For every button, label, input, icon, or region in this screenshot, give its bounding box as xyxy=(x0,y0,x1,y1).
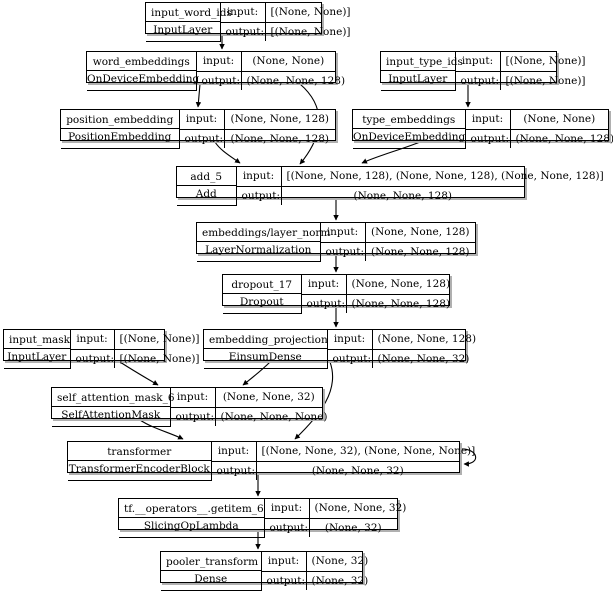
output-shape: [(None, None)] xyxy=(499,70,586,90)
output-label: output: xyxy=(169,406,216,426)
output-shape: (None, None, 128) xyxy=(364,241,475,261)
node-embedding-projection[interactable]: embedding_projection EinsumDense input: … xyxy=(203,329,476,369)
output-label: output: xyxy=(454,70,501,90)
output-label: output: xyxy=(263,517,310,537)
node-name: word_embeddings xyxy=(92,56,190,69)
node-name: self_attention_mask_6 xyxy=(57,392,175,405)
node-class: InputLayer xyxy=(4,347,70,363)
input-label: input: xyxy=(69,330,115,350)
node-name: embeddings/layer_norm xyxy=(202,227,331,240)
input-shape: (None, None, 32) xyxy=(214,388,322,408)
node-pooler-transform[interactable]: pooler_transform Dense input: (None, 32)… xyxy=(160,551,368,591)
input-shape: (None, None, 128) xyxy=(345,275,450,295)
output-shape: (None, None, 128) xyxy=(509,128,613,148)
output-shape: (None, None, 32) xyxy=(255,460,459,480)
node-word-embeddings[interactable]: word_embeddings OnDeviceEmbedding input:… xyxy=(86,51,345,91)
input-label: input: xyxy=(219,3,266,23)
output-label: output: xyxy=(195,70,242,90)
input-label: input: xyxy=(169,388,216,408)
output-label: output: xyxy=(219,21,266,41)
input-label: input: xyxy=(235,167,282,187)
input-shape: [(None, None, 128), (None, None, 128), (… xyxy=(280,167,604,187)
output-label: output: xyxy=(69,348,115,368)
output-label: output: xyxy=(319,241,366,261)
node-name: type_embeddings xyxy=(362,114,456,127)
node-name: input_mask xyxy=(9,334,71,347)
node-class: Dense xyxy=(161,569,261,585)
node-add-5[interactable]: add_5 Add input: [(None, None, 128), (No… xyxy=(176,166,604,206)
node-name: add_5 xyxy=(190,171,223,184)
output-shape: (None, None, None) xyxy=(214,406,328,426)
output-shape: (None, None, 32) xyxy=(371,348,469,368)
node-name: transformer xyxy=(107,446,172,459)
node-name: input_word_ids xyxy=(151,7,232,20)
output-shape: (None, None, 128) xyxy=(223,128,335,148)
node-class: LayerNormalization xyxy=(197,240,320,256)
input-shape: (None, 32) xyxy=(305,552,368,572)
node-class: InputLayer xyxy=(146,20,220,36)
output-label: output: xyxy=(260,570,307,590)
node-type-embeddings[interactable]: type_embeddings OnDeviceEmbedding input:… xyxy=(352,109,613,149)
output-label: output: xyxy=(210,460,257,480)
node-input-type-ids[interactable]: input_type_ids InputLayer input: [(None,… xyxy=(380,51,586,91)
node-class: Add xyxy=(177,184,236,200)
node-name: embedding_projection xyxy=(209,334,328,347)
output-shape: (None, None, 128) xyxy=(240,70,345,90)
node-name: position_embedding xyxy=(66,114,174,127)
input-label: input: xyxy=(300,275,347,295)
input-label: input: xyxy=(260,552,307,572)
node-name: dropout_17 xyxy=(231,279,293,292)
node-class: EinsumDense xyxy=(204,347,327,363)
input-label: input: xyxy=(464,110,511,130)
input-label: input: xyxy=(454,52,501,72)
input-shape: (None, None) xyxy=(240,52,335,72)
node-position-embedding[interactable]: position_embedding PositionEmbedding inp… xyxy=(60,109,336,149)
input-label: input: xyxy=(326,330,373,350)
node-embeddings-layer-norm[interactable]: embeddings/layer_norm LayerNormalization… xyxy=(196,222,476,262)
input-label: input: xyxy=(263,499,310,519)
node-class: SlicingOpLambda xyxy=(119,516,264,532)
input-shape: [(None, None)] xyxy=(113,330,200,350)
node-class: PositionEmbedding xyxy=(61,127,179,143)
output-shape: (None, 32) xyxy=(305,570,368,590)
input-label: input: xyxy=(210,442,257,462)
node-self-attention-mask-6[interactable]: self_attention_mask_6 SelfAttentionMask … xyxy=(51,387,328,427)
output-label: output: xyxy=(235,185,282,205)
input-shape: [(None, None)] xyxy=(499,52,586,72)
node-getitem-6[interactable]: tf.__operators__.getitem_6 SlicingOpLamb… xyxy=(118,498,406,538)
output-shape: [(None, None)] xyxy=(113,348,200,368)
output-label: output: xyxy=(178,128,225,148)
input-shape: (None, None, 128) xyxy=(223,110,335,130)
output-shape: (None, None, 128) xyxy=(345,293,450,313)
input-shape: (None, None, 32) xyxy=(308,499,406,519)
node-input-mask[interactable]: input_mask InputLayer input: [(None, Non… xyxy=(3,329,200,369)
node-class: TransformerEncoderBlock xyxy=(68,459,211,475)
output-label: output: xyxy=(464,128,511,148)
node-name: input_type_ids xyxy=(386,56,463,69)
input-label: input: xyxy=(195,52,242,72)
input-label: input: xyxy=(319,223,366,243)
input-shape: [(None, None, 32), (None, None, None)] xyxy=(255,442,475,462)
node-transformer[interactable]: transformer TransformerEncoderBlock inpu… xyxy=(67,441,475,481)
output-shape: (None, 32) xyxy=(308,517,397,537)
node-class: InputLayer xyxy=(381,69,455,85)
input-label: input: xyxy=(178,110,225,130)
output-shape: [(None, None)] xyxy=(264,21,351,41)
node-class: OnDeviceEmbedding xyxy=(87,69,199,85)
input-shape: (None, None) xyxy=(509,110,608,130)
output-label: output: xyxy=(326,348,373,368)
input-shape: (None, None, 128) xyxy=(371,330,476,350)
node-name: pooler_transform xyxy=(166,556,259,569)
output-label: output: xyxy=(300,293,347,313)
input-shape: (None, None, 128) xyxy=(364,223,475,243)
node-class: SelfAttentionMask xyxy=(52,405,170,421)
node-class: OnDeviceEmbedding xyxy=(353,127,465,143)
input-shape: [(None, None)] xyxy=(264,3,351,23)
node-input-word-ids[interactable]: input_word_ids InputLayer input: [(None,… xyxy=(145,2,351,42)
node-dropout-17[interactable]: dropout_17 Dropout input: (None, None, 1… xyxy=(222,274,450,314)
node-name: tf.__operators__.getitem_6 xyxy=(124,503,264,516)
output-shape: (None, None, 128) xyxy=(280,185,524,205)
node-class: Dropout xyxy=(223,292,301,308)
